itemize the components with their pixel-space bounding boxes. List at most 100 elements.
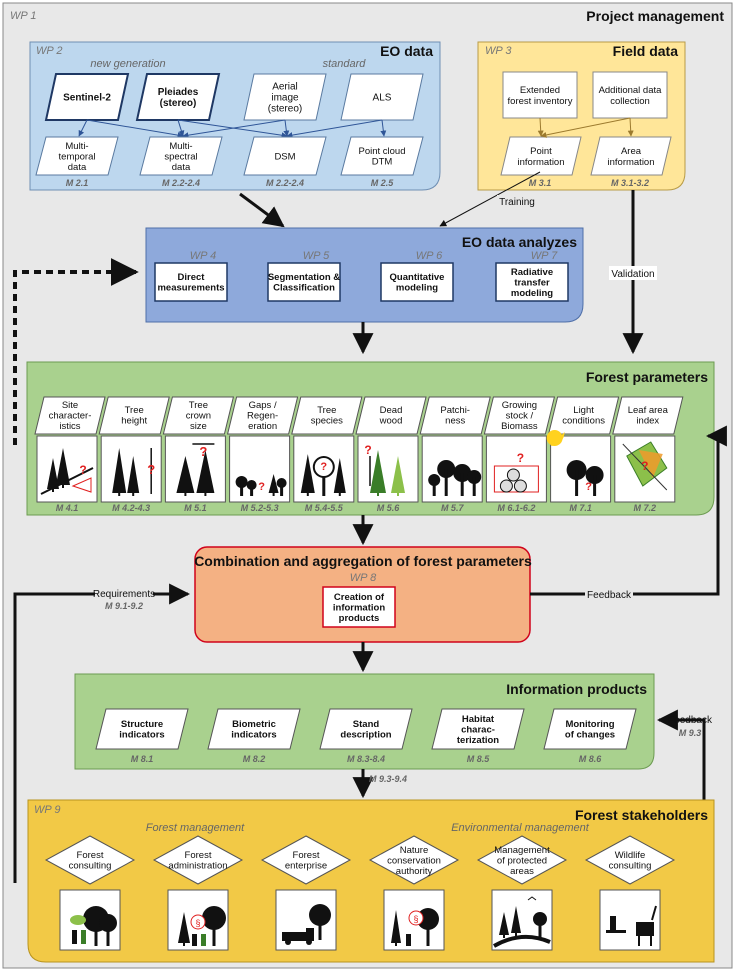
log-shape — [513, 479, 527, 493]
creation-box-label: information — [333, 602, 385, 613]
forest-param-label: species — [311, 416, 343, 427]
forest-param-milestone: M 4.2-4.3 — [112, 503, 150, 513]
info-product-label: indicators — [119, 730, 164, 741]
forest-param-milestone: M 5.7 — [441, 503, 465, 513]
info-product-label: terization — [457, 735, 499, 746]
administration-icon: § — [178, 906, 226, 946]
forest-param-label: Growing — [502, 400, 537, 411]
eo-input-0: Sentinel-2 — [44, 73, 130, 121]
field-output-box — [590, 136, 672, 176]
question-mark-icon: ? — [79, 463, 86, 477]
forest-param-header — [355, 396, 427, 435]
eo-output-box — [243, 136, 327, 176]
tree-trunk — [250, 485, 254, 496]
info-product-box — [543, 708, 637, 750]
leaf-icon: ? — [622, 441, 668, 491]
eo-link-arrow — [380, 119, 387, 137]
eo-output-label: data — [68, 162, 87, 173]
creation-box-label: products — [339, 613, 380, 624]
tree-trunk — [62, 484, 64, 488]
new-generation-label: new generation — [90, 58, 165, 70]
forest-param-milestone: M 7.1 — [569, 503, 592, 513]
deer-icon — [606, 905, 657, 946]
tree-trunk — [240, 482, 244, 496]
analysis-method-label: modeling — [511, 288, 553, 299]
forest-param-label: Tree — [125, 405, 144, 416]
eo-input-label: (stereo) — [160, 98, 197, 109]
eo-output-label: DTM — [372, 157, 393, 168]
tree-species-icon: ? — [300, 454, 346, 496]
eo-output-label: Point cloud — [358, 146, 405, 157]
tree-height-icon: ? — [112, 448, 155, 496]
info-product-milestone: M 8.5 — [467, 754, 491, 764]
stakeholder-label: enterprise — [285, 861, 327, 872]
dashed-feedback-arrow — [13, 258, 139, 445]
slope-trees-icon — [36, 435, 98, 503]
info-product-label: Biometric — [232, 719, 276, 730]
truck-cab — [306, 928, 314, 941]
person-shape — [192, 934, 197, 946]
analysis-method-label: Segmentation & — [268, 272, 340, 283]
training-label: Training — [499, 197, 535, 208]
forest-param-label: eration — [248, 421, 277, 432]
tree-shape — [391, 910, 401, 943]
leaf-shape — [638, 450, 663, 478]
info-product-box — [431, 708, 525, 750]
tree-trunk — [338, 492, 341, 496]
m93-94-label: M 9.3-9.4 — [369, 774, 407, 784]
info-product-box — [95, 708, 189, 750]
person-shape — [201, 934, 206, 946]
forest-param-label: Gaps / — [249, 400, 277, 411]
analysis-wp-label: WP 6 — [416, 250, 443, 262]
leaf-line — [622, 443, 668, 491]
eo-output-label: Multi- — [65, 141, 88, 152]
question-mark-icon: ? — [258, 481, 265, 493]
forest-param-label: wood — [379, 416, 403, 427]
person-shape — [72, 930, 77, 944]
eo-link-arrow — [78, 119, 88, 137]
stakeholder-label: areas — [510, 866, 534, 877]
tree-trunk — [426, 919, 430, 946]
combination-title: Combination and aggregation of forest pa… — [194, 553, 532, 569]
forest-param-header — [98, 396, 170, 435]
analysis-method-box — [154, 262, 228, 302]
field-input-label: Additional data — [599, 85, 663, 96]
stakeholder-label: consulting — [609, 861, 652, 872]
person-shape — [406, 934, 411, 946]
eo-input-box — [135, 73, 221, 121]
field-link-arrow — [627, 117, 634, 137]
eo-data-title: EO data — [380, 43, 433, 59]
eo-input-label: Sentinel-2 — [63, 93, 111, 104]
forest-param-milestone: M 5.2-5.3 — [241, 503, 279, 513]
tree-trunk — [280, 483, 284, 496]
info-product-label: indicators — [231, 730, 276, 741]
volume-box — [493, 465, 539, 493]
stakeholder-label: conservation — [387, 855, 441, 866]
question-mark-icon: ? — [517, 451, 524, 465]
question-mark-icon: ? — [641, 459, 648, 473]
field-output-label: Area — [621, 146, 642, 157]
patchiness-icon — [428, 460, 482, 496]
eo-input-box — [243, 73, 327, 121]
analysis-wp-label: WP 5 — [303, 250, 330, 262]
law-bubble — [408, 910, 424, 926]
eo-output-label: temporal — [59, 151, 96, 162]
tree-trunk — [132, 492, 135, 496]
forest-param-label: Light — [573, 405, 594, 416]
tree-trunk — [395, 942, 397, 946]
forest-param-label: ness — [445, 416, 465, 427]
eo-link-arrow — [86, 119, 184, 139]
